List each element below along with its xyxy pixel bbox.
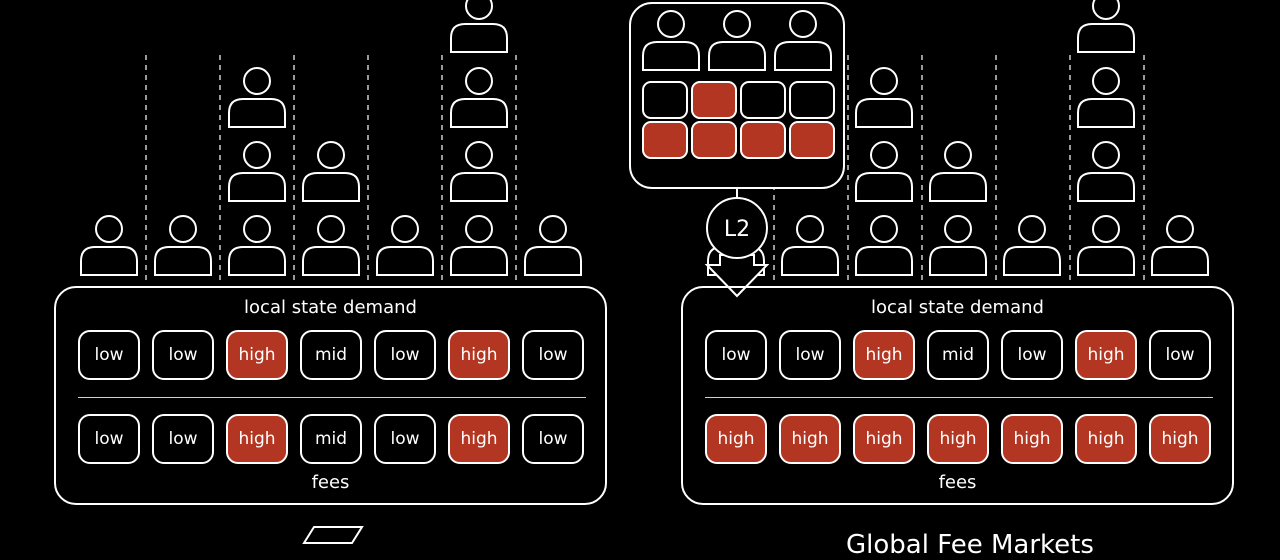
user-icon <box>376 215 434 276</box>
l2-slot <box>691 81 737 119</box>
user-icon <box>1077 141 1135 202</box>
l2-slot <box>789 81 835 119</box>
user-icon <box>302 215 360 276</box>
demand-cell: high <box>226 330 288 380</box>
demand-cell: low <box>1149 330 1211 380</box>
user-icon <box>228 141 286 202</box>
left-panel-title: local state demand <box>244 297 417 318</box>
left-panel-divider <box>78 397 586 398</box>
demand-cell: low <box>1001 330 1063 380</box>
l2-slot <box>789 121 835 159</box>
user-icon <box>228 215 286 276</box>
l2-slot <box>691 121 737 159</box>
user-icon <box>929 215 987 276</box>
right-panel-footer: fees <box>938 472 977 493</box>
demand-cell: high <box>448 330 510 380</box>
user-icon <box>855 67 913 128</box>
fee-cell: high <box>1149 414 1211 464</box>
user-icon <box>642 10 700 71</box>
fee-cell: high <box>1001 414 1063 464</box>
right-panel-divider <box>705 397 1213 398</box>
user-icon <box>1077 0 1135 53</box>
fee-cell: high <box>927 414 989 464</box>
user-icon <box>228 67 286 128</box>
down-arrow-icon <box>704 254 770 298</box>
demand-cell: high <box>1075 330 1137 380</box>
right-panel <box>681 286 1234 505</box>
fee-cell: high <box>853 414 915 464</box>
layers-icon <box>302 526 364 544</box>
demand-cell: mid <box>300 330 362 380</box>
user-icon <box>1003 215 1061 276</box>
user-icon <box>80 215 138 276</box>
demand-cell: low <box>522 330 584 380</box>
l2-label: L2 <box>724 217 750 242</box>
fee-cell: low <box>78 414 140 464</box>
user-icon <box>450 0 508 53</box>
fee-cell: high <box>226 414 288 464</box>
user-icon <box>1151 215 1209 276</box>
user-icon <box>855 215 913 276</box>
user-icon <box>781 215 839 276</box>
l2-slot <box>642 121 688 159</box>
user-icon <box>1077 215 1135 276</box>
user-icon <box>1077 67 1135 128</box>
fee-cell: low <box>374 414 436 464</box>
fee-cell: high <box>779 414 841 464</box>
diagram-canvas: L2 <box>80 0 1209 544</box>
demand-cell: low <box>78 330 140 380</box>
fee-cell: low <box>522 414 584 464</box>
user-icon <box>450 67 508 128</box>
right-panel-title: local state demand <box>871 297 1044 318</box>
demand-cell: mid <box>927 330 989 380</box>
user-icon <box>302 141 360 202</box>
l2-slot <box>740 121 786 159</box>
user-icon <box>450 215 508 276</box>
left-panel-footer: fees <box>311 472 350 493</box>
user-icon <box>154 215 212 276</box>
user-icon <box>450 141 508 202</box>
user-icon <box>524 215 582 276</box>
l2-slot <box>642 81 688 119</box>
user-icon <box>929 141 987 202</box>
user-icon <box>708 10 766 71</box>
demand-cell: low <box>374 330 436 380</box>
l2-circle <box>706 197 768 259</box>
fee-cell: high <box>1075 414 1137 464</box>
demand-cell: low <box>705 330 767 380</box>
fee-cell: low <box>152 414 214 464</box>
user-icon <box>855 141 913 202</box>
fee-cell: high <box>448 414 510 464</box>
user-icon <box>774 10 832 71</box>
fee-cell: mid <box>300 414 362 464</box>
global-fee-markets-title: Global Fee Markets <box>846 530 1094 560</box>
demand-cell: high <box>853 330 915 380</box>
fee-cell: high <box>705 414 767 464</box>
demand-cell: low <box>779 330 841 380</box>
demand-cell: low <box>152 330 214 380</box>
l2-slot <box>740 81 786 119</box>
left-panel <box>54 286 607 505</box>
